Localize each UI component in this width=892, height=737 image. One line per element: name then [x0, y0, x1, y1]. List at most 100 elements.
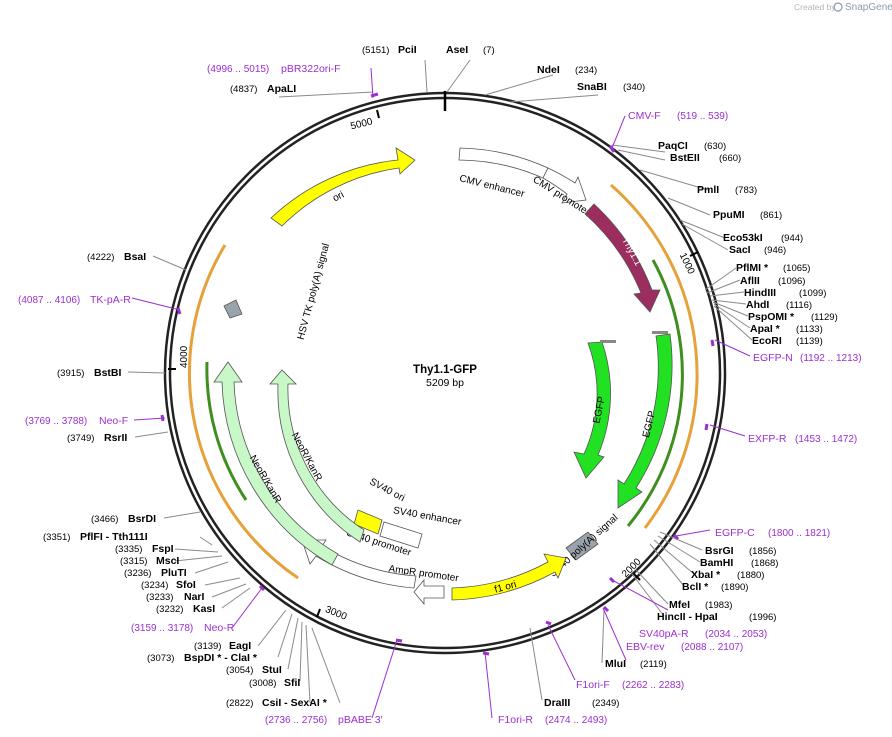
feature-neor-outer[interactable]: NeoR/KanR: [213, 361, 339, 566]
site-bstbi[interactable]: (3915) BstBI: [57, 367, 122, 379]
primer-f1ori-f[interactable]: F1ori-F (2262 .. 2283): [576, 679, 684, 691]
site-pmli[interactable]: PmlI (783): [697, 184, 757, 196]
site-fspi[interactable]: (3335) FspI: [115, 543, 174, 555]
svg-text:F1ori-R: F1ori-R: [498, 714, 533, 726]
site-pflmi[interactable]: PflMI * (1065): [736, 262, 810, 274]
site-bspdi-clai[interactable]: (3073) BspDI * - ClaI *: [147, 652, 258, 664]
site-ahdi[interactable]: AhdI (1116): [746, 299, 812, 311]
site-pcii[interactable]: (5151) PciI: [362, 44, 417, 56]
site-eco53ki[interactable]: Eco53kI (944): [723, 232, 803, 244]
site-sfoi[interactable]: (3234) SfoI: [141, 579, 196, 591]
primer-neo-f[interactable]: (3769 .. 3788) Neo-F: [25, 415, 128, 427]
site-apali[interactable]: (4837) ApaLI: [230, 83, 296, 95]
primer-cmv-f[interactable]: CMV-F (519 .. 539): [628, 110, 728, 122]
site-bsai[interactable]: (4222) BsaI: [87, 251, 146, 263]
svg-text:(1868): (1868): [751, 558, 778, 569]
svg-text:(2349): (2349): [592, 698, 619, 709]
site-bamhi[interactable]: BamHI (1868): [700, 557, 778, 569]
site-nari[interactable]: (3233) NarI: [146, 591, 205, 603]
feature-f1-ori[interactable]: f1 ori: [451, 553, 567, 601]
svg-text:(5151): (5151): [362, 45, 389, 56]
site-mlui[interactable]: MluI (2119): [605, 658, 667, 670]
site-ndei[interactable]: NdeI (234): [537, 64, 597, 76]
site-ecori[interactable]: EcoRI (1139): [752, 335, 823, 347]
site-hindiii[interactable]: HindIII (1099): [744, 287, 826, 299]
primer-sv40pa-r[interactable]: SV40pA-R (2034 .. 2053): [639, 628, 767, 640]
site-rsrii[interactable]: (3749) RsrII: [67, 432, 127, 444]
svg-text:(1890): (1890): [721, 582, 748, 593]
svg-text:MluI: MluI: [605, 658, 626, 670]
site-bsrgi[interactable]: BsrGI (1856): [705, 545, 776, 557]
plasmid-length: 5209 bp: [426, 377, 464, 389]
site-plutI[interactable]: (3236) PluTI: [124, 567, 187, 579]
svg-text:PluTI: PluTI: [161, 567, 187, 579]
primer-egfp-n[interactable]: EGFP-N (1192 .. 1213): [753, 352, 862, 364]
svg-text:ApaLI: ApaLI: [267, 83, 296, 95]
site-hincii-hpai[interactable]: HincII - HpaI (1996): [657, 611, 776, 623]
primer-egfp-c[interactable]: EGFP-C (1800 .. 1821): [715, 527, 830, 539]
svg-text:BsrGI: BsrGI: [705, 545, 734, 557]
primer-pbr322ori-f[interactable]: (4996 .. 5015) pBR322ori-F: [207, 63, 341, 75]
site-aflii[interactable]: AflII (1096): [740, 275, 805, 287]
site-saci[interactable]: SacI (946): [729, 244, 786, 256]
site-msci[interactable]: (3315) MscI: [120, 555, 179, 567]
feature-cmv-promoter[interactable]: CMV promoter: [531, 167, 593, 219]
site-paqci[interactable]: PaqCI (630): [658, 140, 726, 152]
primer-pbabe-3[interactable]: (2736 .. 2756) pBABE 3': [265, 714, 383, 726]
feature-neo-green-arc[interactable]: [205, 361, 248, 501]
feature-hsv-tk-polya[interactable]: HSV TK poly(A) signal: [223, 242, 332, 341]
svg-text:(1139): (1139): [796, 336, 823, 347]
site-bsteii[interactable]: BstEII (660): [670, 152, 741, 164]
primer-f1ori-r[interactable]: F1ori-R (2474 .. 2493): [498, 714, 607, 726]
svg-text:BsrDI: BsrDI: [128, 513, 156, 525]
svg-text:MfeI: MfeI: [669, 599, 690, 611]
svg-text:(3233): (3233): [146, 592, 173, 603]
svg-text:(1065): (1065): [783, 263, 810, 274]
site-asei[interactable]: AseI (7): [446, 44, 495, 56]
primer-neo-r[interactable]: (3159 .. 3178) Neo-R: [131, 622, 235, 634]
site-bcli[interactable]: BclI * (1890): [682, 581, 748, 593]
site-sfii[interactable]: (3008) SfiI: [249, 677, 300, 689]
svg-text:(234): (234): [575, 65, 597, 76]
feature-neo-orange-arc[interactable]: [188, 244, 299, 580]
site-bsrdi[interactable]: (3466) BsrDI: [91, 513, 156, 525]
site-pflfi-tth111i[interactable]: (3351) PflFI - Tth111I: [43, 531, 148, 543]
feature-ori[interactable]: ori: [270, 147, 416, 227]
site-mfei[interactable]: MfeI (1983): [669, 599, 732, 611]
site-stui[interactable]: (3054) StuI: [226, 664, 282, 676]
site-pspomi[interactable]: PspOMI * (1129): [748, 311, 838, 323]
site-draiii[interactable]: DraIII (2349): [544, 697, 619, 709]
svg-text:PaqCI: PaqCI: [658, 140, 688, 152]
site-eagi[interactable]: (3139) EagI: [194, 640, 251, 652]
svg-text:(2474 .. 2493): (2474 .. 2493): [545, 715, 607, 726]
primer-exfp-r[interactable]: EXFP-R (1453 .. 1472): [748, 433, 857, 445]
primer-tk-pa-r[interactable]: (4087 .. 4106) TK-pA-R: [18, 294, 131, 306]
svg-text:TK-pA-R: TK-pA-R: [90, 294, 131, 306]
site-kasi[interactable]: (3232) KasI: [156, 603, 215, 615]
svg-text:KasI: KasI: [193, 603, 215, 615]
site-apai[interactable]: ApaI * (1133): [750, 323, 823, 335]
feature-cmv-enhancer[interactable]: CMV enhancer: [458, 147, 549, 200]
feature-thy1[interactable]: Thy1.1: [584, 203, 661, 313]
feature-hsv-tk-polya-label: HSV TK poly(A) signal: [296, 242, 332, 341]
svg-text:FspI: FspI: [152, 543, 174, 555]
svg-text:(3073): (3073): [147, 653, 174, 664]
scale-tick-4000: 4000: [168, 345, 190, 370]
site-csii-sexai[interactable]: (2822) CsiI - SexAI *: [226, 697, 328, 709]
site-snabi[interactable]: SnaBI (340): [577, 81, 645, 93]
site-xbai[interactable]: XbaI * (1880): [691, 569, 764, 581]
svg-text:F1ori-F: F1ori-F: [576, 679, 610, 691]
feature-egfp-outer[interactable]: EGFP: [617, 333, 673, 509]
svg-text:AflII: AflII: [740, 275, 760, 287]
feature-egfp-n-green-arc[interactable]: [626, 259, 684, 527]
feature-exfp-orange-arc[interactable]: [610, 183, 699, 529]
svg-text:RsrII: RsrII: [104, 432, 127, 444]
svg-text:PflMI *: PflMI *: [736, 262, 769, 274]
primer-ebv-rev[interactable]: EBV-rev (2088 .. 2107): [626, 641, 743, 653]
svg-text:(519 .. 539): (519 .. 539): [677, 111, 728, 122]
svg-text:(944): (944): [781, 233, 803, 244]
site-ppumi[interactable]: PpuMI (861): [713, 209, 782, 221]
feature-sv40-ori-label: SV40 ori: [367, 476, 406, 504]
feature-egfp-inner[interactable]: EGFP: [573, 341, 611, 479]
svg-text:EXFP-R: EXFP-R: [748, 433, 787, 445]
